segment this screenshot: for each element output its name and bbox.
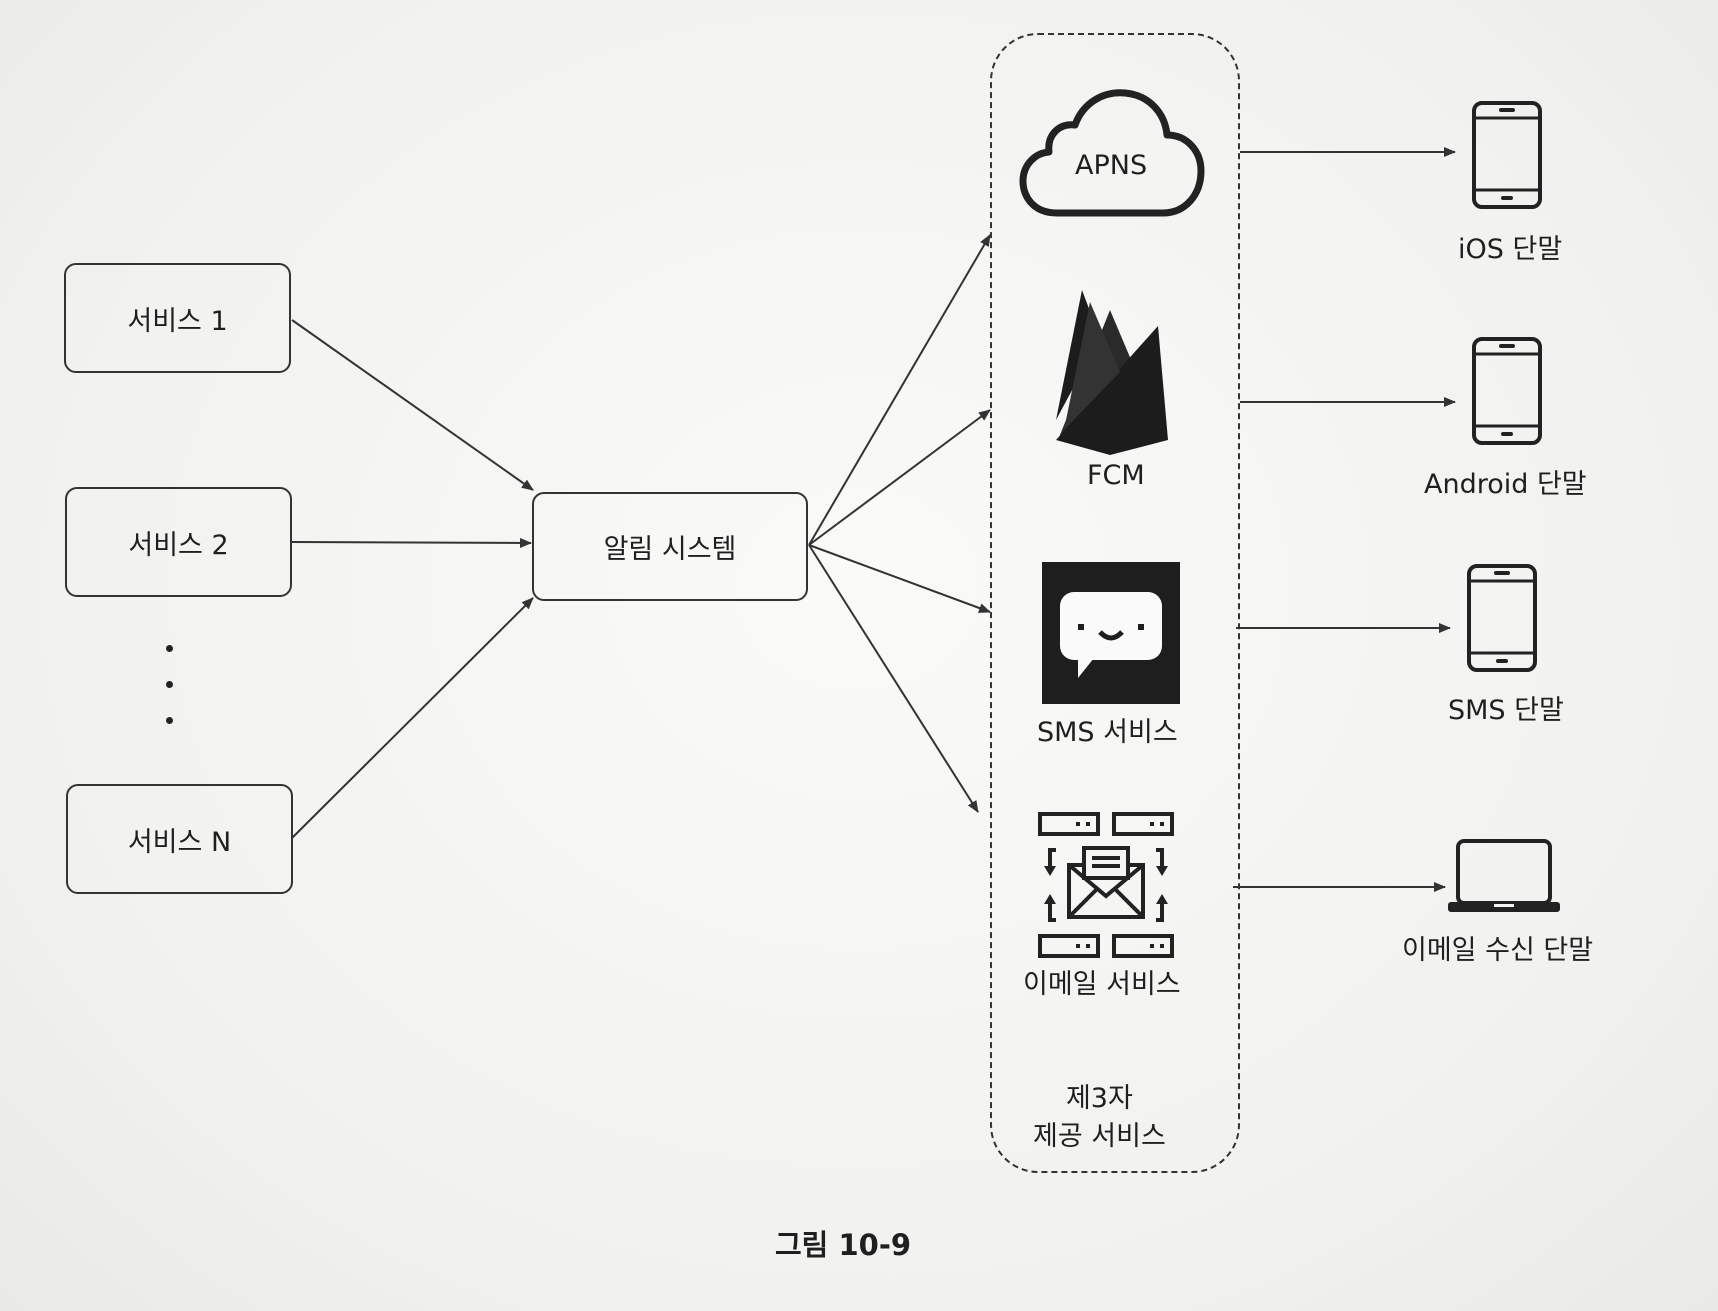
- email-device-label: 이메일 수신 단말: [1402, 935, 1594, 966]
- email-service-label: 이메일 서비스: [1023, 969, 1181, 1000]
- service-2-box[interactable]: 서비스 2: [65, 487, 292, 597]
- android-device-label: Android 단말: [1424, 469, 1587, 500]
- third-party-label: 제3자 제공 서비스: [1033, 1080, 1166, 1156]
- ios-device-label: iOS 단말: [1458, 234, 1563, 265]
- arrow-notif-to-sms: [808, 544, 991, 613]
- service-n-label: 서비스 N: [127, 826, 232, 858]
- cloud-icon: [1017, 85, 1207, 224]
- arrow-notif-to-apns: [808, 234, 991, 546]
- dot: [166, 645, 173, 652]
- arrow-notif-to-fcm: [808, 409, 991, 546]
- arrow-svc2-to-notif: [291, 537, 532, 548]
- third-party-container: [990, 33, 1240, 1173]
- chat-bubble-icon: [1042, 562, 1180, 708]
- ellipsis-dots: [166, 645, 176, 753]
- phone-icon: [1466, 563, 1538, 677]
- email-server-icon: [1036, 810, 1176, 964]
- arrow-svcN-to-notif: [291, 597, 534, 839]
- figure-caption: 그림 10-9: [775, 1228, 912, 1262]
- laptop-icon: [1448, 838, 1560, 918]
- dot: [166, 681, 173, 688]
- apns-label: APNS: [1075, 150, 1148, 181]
- sms-service-label: SMS 서비스: [1037, 717, 1178, 748]
- third-party-label-line1: 제3자: [1065, 1083, 1133, 1114]
- service-1-box[interactable]: 서비스 1: [64, 263, 291, 373]
- fcm-label: FCM: [1087, 460, 1145, 491]
- firebase-icon: [1050, 290, 1170, 459]
- sms-device-label: SMS 단말: [1448, 695, 1564, 726]
- third-party-label-line2: 제공 서비스: [1033, 1121, 1166, 1152]
- arrow-svc1-to-notif: [291, 319, 534, 491]
- service-1-label: 서비스 1: [127, 305, 228, 337]
- notification-system-box[interactable]: 알림 시스템: [532, 492, 808, 601]
- phone-icon: [1471, 100, 1543, 214]
- phone-icon: [1471, 336, 1543, 450]
- arrow-notif-to-email: [808, 544, 979, 813]
- service-2-label: 서비스 2: [128, 529, 229, 561]
- dot: [166, 717, 173, 724]
- notification-system-label: 알림 시스템: [603, 534, 737, 565]
- service-n-box[interactable]: 서비스 N: [66, 784, 293, 894]
